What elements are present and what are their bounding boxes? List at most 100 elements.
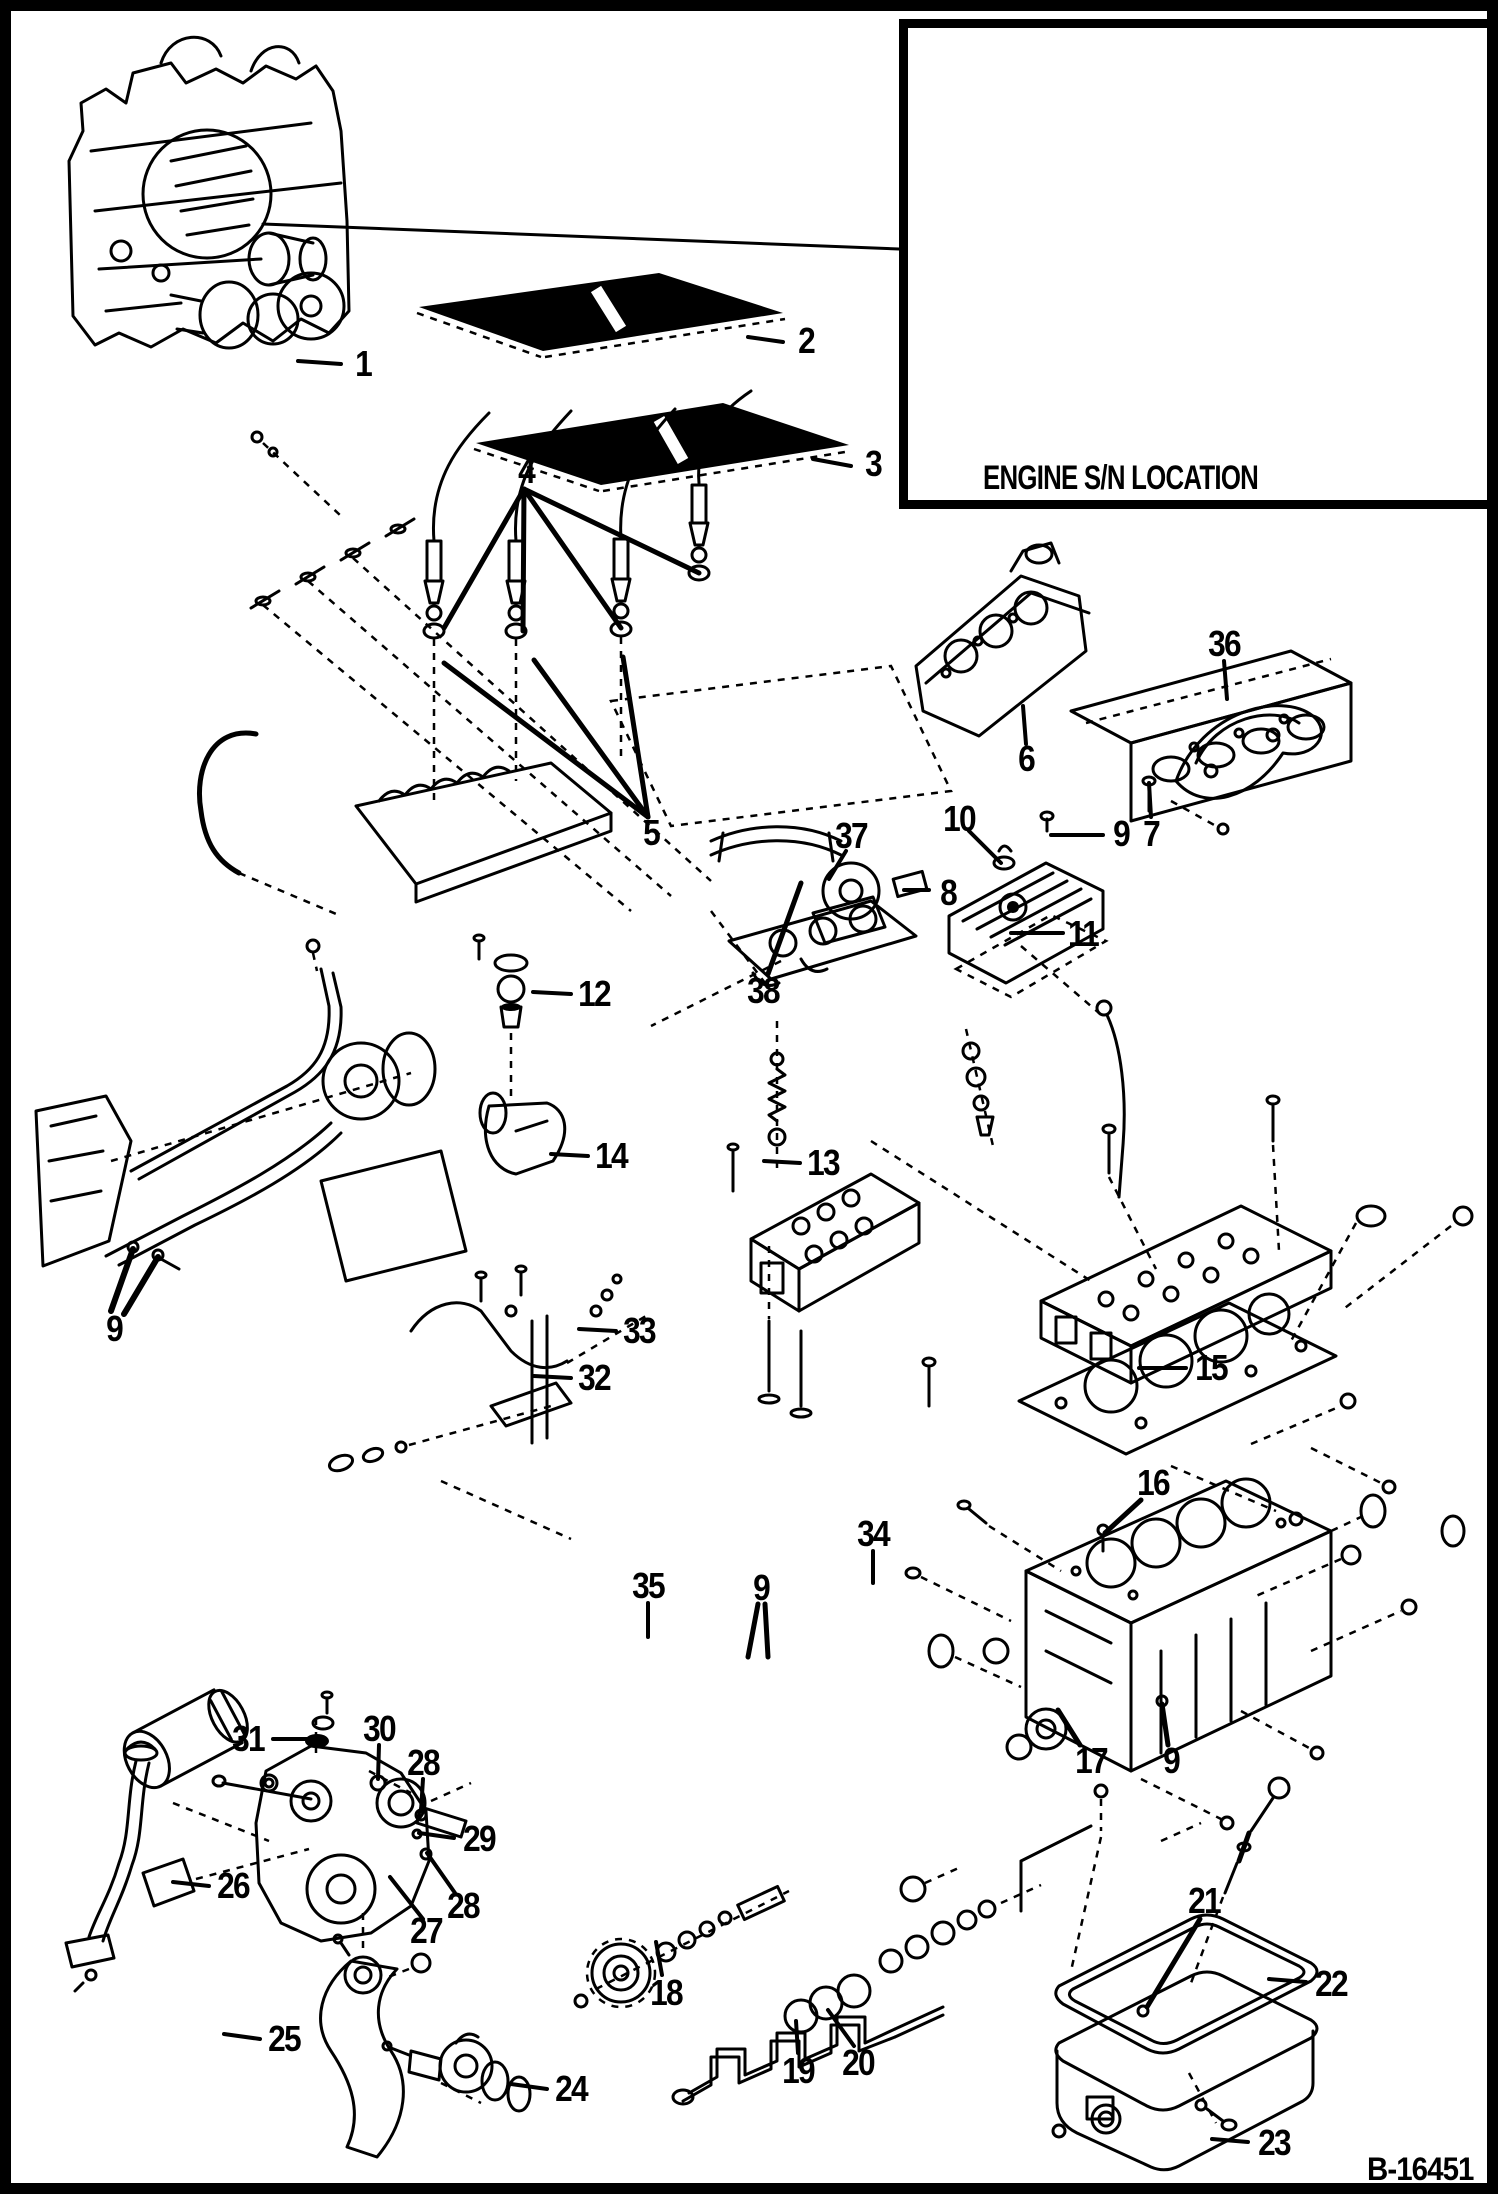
callout-9: 9: [1113, 813, 1131, 854]
callout-11: 11: [1068, 913, 1100, 954]
inset-caption: ENGINE S/N LOCATION: [983, 459, 1259, 497]
callout-21: 21: [1188, 1880, 1221, 1921]
leader-line: [765, 880, 804, 977]
leader-line: [577, 1327, 618, 1333]
injector-group-art: [197, 389, 953, 918]
leader-line: [1210, 2137, 1250, 2144]
leader-line: [1021, 704, 1028, 746]
callout-27: 27: [410, 1910, 443, 1951]
callout-19: 19: [782, 2050, 815, 2091]
callout-2: 2: [798, 320, 816, 361]
callout-8: 8: [940, 872, 958, 913]
leader-lines-layer: [108, 335, 1308, 2144]
leader-line: [1144, 1916, 1203, 2010]
leader-line: [441, 660, 651, 820]
engine-sn-inset-box: [899, 19, 1487, 509]
callout-23: 23: [1258, 2122, 1291, 2163]
cylinder-head-15-art: [870, 1094, 1474, 1527]
leader-line: [762, 1601, 771, 1660]
leader-line: [531, 657, 651, 820]
callout-35: 35: [632, 1565, 665, 1606]
callout-31: 31: [232, 1718, 265, 1759]
callout-30: 30: [363, 1708, 396, 1749]
callout-37: 37: [835, 815, 868, 856]
leader-line: [745, 1601, 761, 1660]
callout-9: 9: [106, 1308, 124, 1349]
leader-line: [549, 1152, 590, 1158]
oil-filter-26-art: [64, 1688, 310, 1993]
callout-28: 28: [407, 1742, 440, 1783]
callout-13: 13: [807, 1142, 840, 1183]
callout-24: 24: [555, 2068, 588, 2109]
leader-line: [1222, 659, 1229, 701]
valve-cover-11-art: [947, 775, 1157, 1199]
callout-25: 25: [268, 2018, 301, 2059]
leader-line: [620, 654, 651, 820]
engine-block-16-17-art: [904, 1477, 1466, 1831]
callout-9: 9: [1163, 1740, 1181, 1781]
leader-line: [509, 2082, 549, 2091]
callout-33: 33: [623, 1310, 656, 1351]
leader-line: [827, 849, 848, 881]
callout-1: 1: [355, 343, 373, 384]
callout-22: 22: [1315, 1963, 1348, 2004]
callout-3: 3: [865, 443, 883, 484]
callout-18: 18: [650, 1972, 683, 2013]
filter-element-2-art: [416, 273, 786, 359]
leader-line: [108, 1246, 136, 1314]
oil-pan-21-22-23-art: [1019, 1776, 1319, 2172]
leader-line: [1055, 1707, 1083, 1748]
leader-line: [1147, 781, 1153, 819]
leader-line: [521, 486, 702, 576]
bracket-25-art: [319, 1913, 432, 2159]
leader-line: [1267, 1977, 1308, 1984]
filter-element-3-art: [473, 403, 852, 493]
turbo-oil-lines-art: [34, 938, 468, 1283]
leader-line: [794, 2019, 800, 2055]
callout-32: 32: [578, 1357, 611, 1398]
leader-line: [746, 335, 785, 344]
leader-line: [121, 1254, 161, 1317]
leader-line: [1159, 1701, 1171, 1748]
callout-9: 9: [753, 1567, 771, 1608]
callout-4: 4: [518, 450, 536, 491]
rocker-32-33-art: [327, 1264, 652, 1541]
crankshaft-19-20-art: [671, 1864, 1042, 2106]
leader-line: [531, 990, 573, 996]
leader-line: [376, 1743, 381, 1781]
leader-line: [1102, 1497, 1144, 1536]
heat-shield-36-art: [1170, 704, 1323, 836]
leader-line: [967, 829, 1003, 865]
turbo-manifold-37-38-art: [650, 825, 929, 1028]
engine-assembly-art: [67, 35, 901, 350]
callout-38: 38: [747, 970, 780, 1011]
leader-line: [222, 2032, 262, 2041]
leader-line: [425, 1851, 457, 1895]
callout-15: 15: [1195, 1347, 1228, 1388]
leader-line: [520, 486, 527, 634]
callout-12: 12: [578, 973, 611, 1014]
thermostat-12-14-art: [472, 933, 567, 1176]
callout-14: 14: [595, 1135, 628, 1176]
intake-manifold-art: [1069, 649, 1353, 823]
callout-5: 5: [643, 812, 661, 853]
leader-line: [296, 359, 343, 366]
callout-20: 20: [842, 2042, 875, 2083]
leader-line: [654, 1940, 664, 1977]
callout-6: 6: [1018, 738, 1036, 779]
leader-line: [171, 1880, 211, 1888]
leader-line: [521, 486, 624, 631]
callout-26: 26: [217, 1865, 250, 1906]
leader-line: [441, 486, 527, 631]
exhaust-manifold-6-art: [914, 541, 1091, 738]
callout-7: 7: [1143, 813, 1161, 854]
callout-16: 16: [1137, 1462, 1170, 1503]
leader-line: [419, 1777, 425, 1813]
callout-10: 10: [943, 798, 976, 839]
leader-line: [532, 1374, 573, 1380]
callout-36: 36: [1208, 623, 1241, 664]
leader-line: [826, 2008, 856, 2048]
callout-17: 17: [1075, 1740, 1108, 1781]
